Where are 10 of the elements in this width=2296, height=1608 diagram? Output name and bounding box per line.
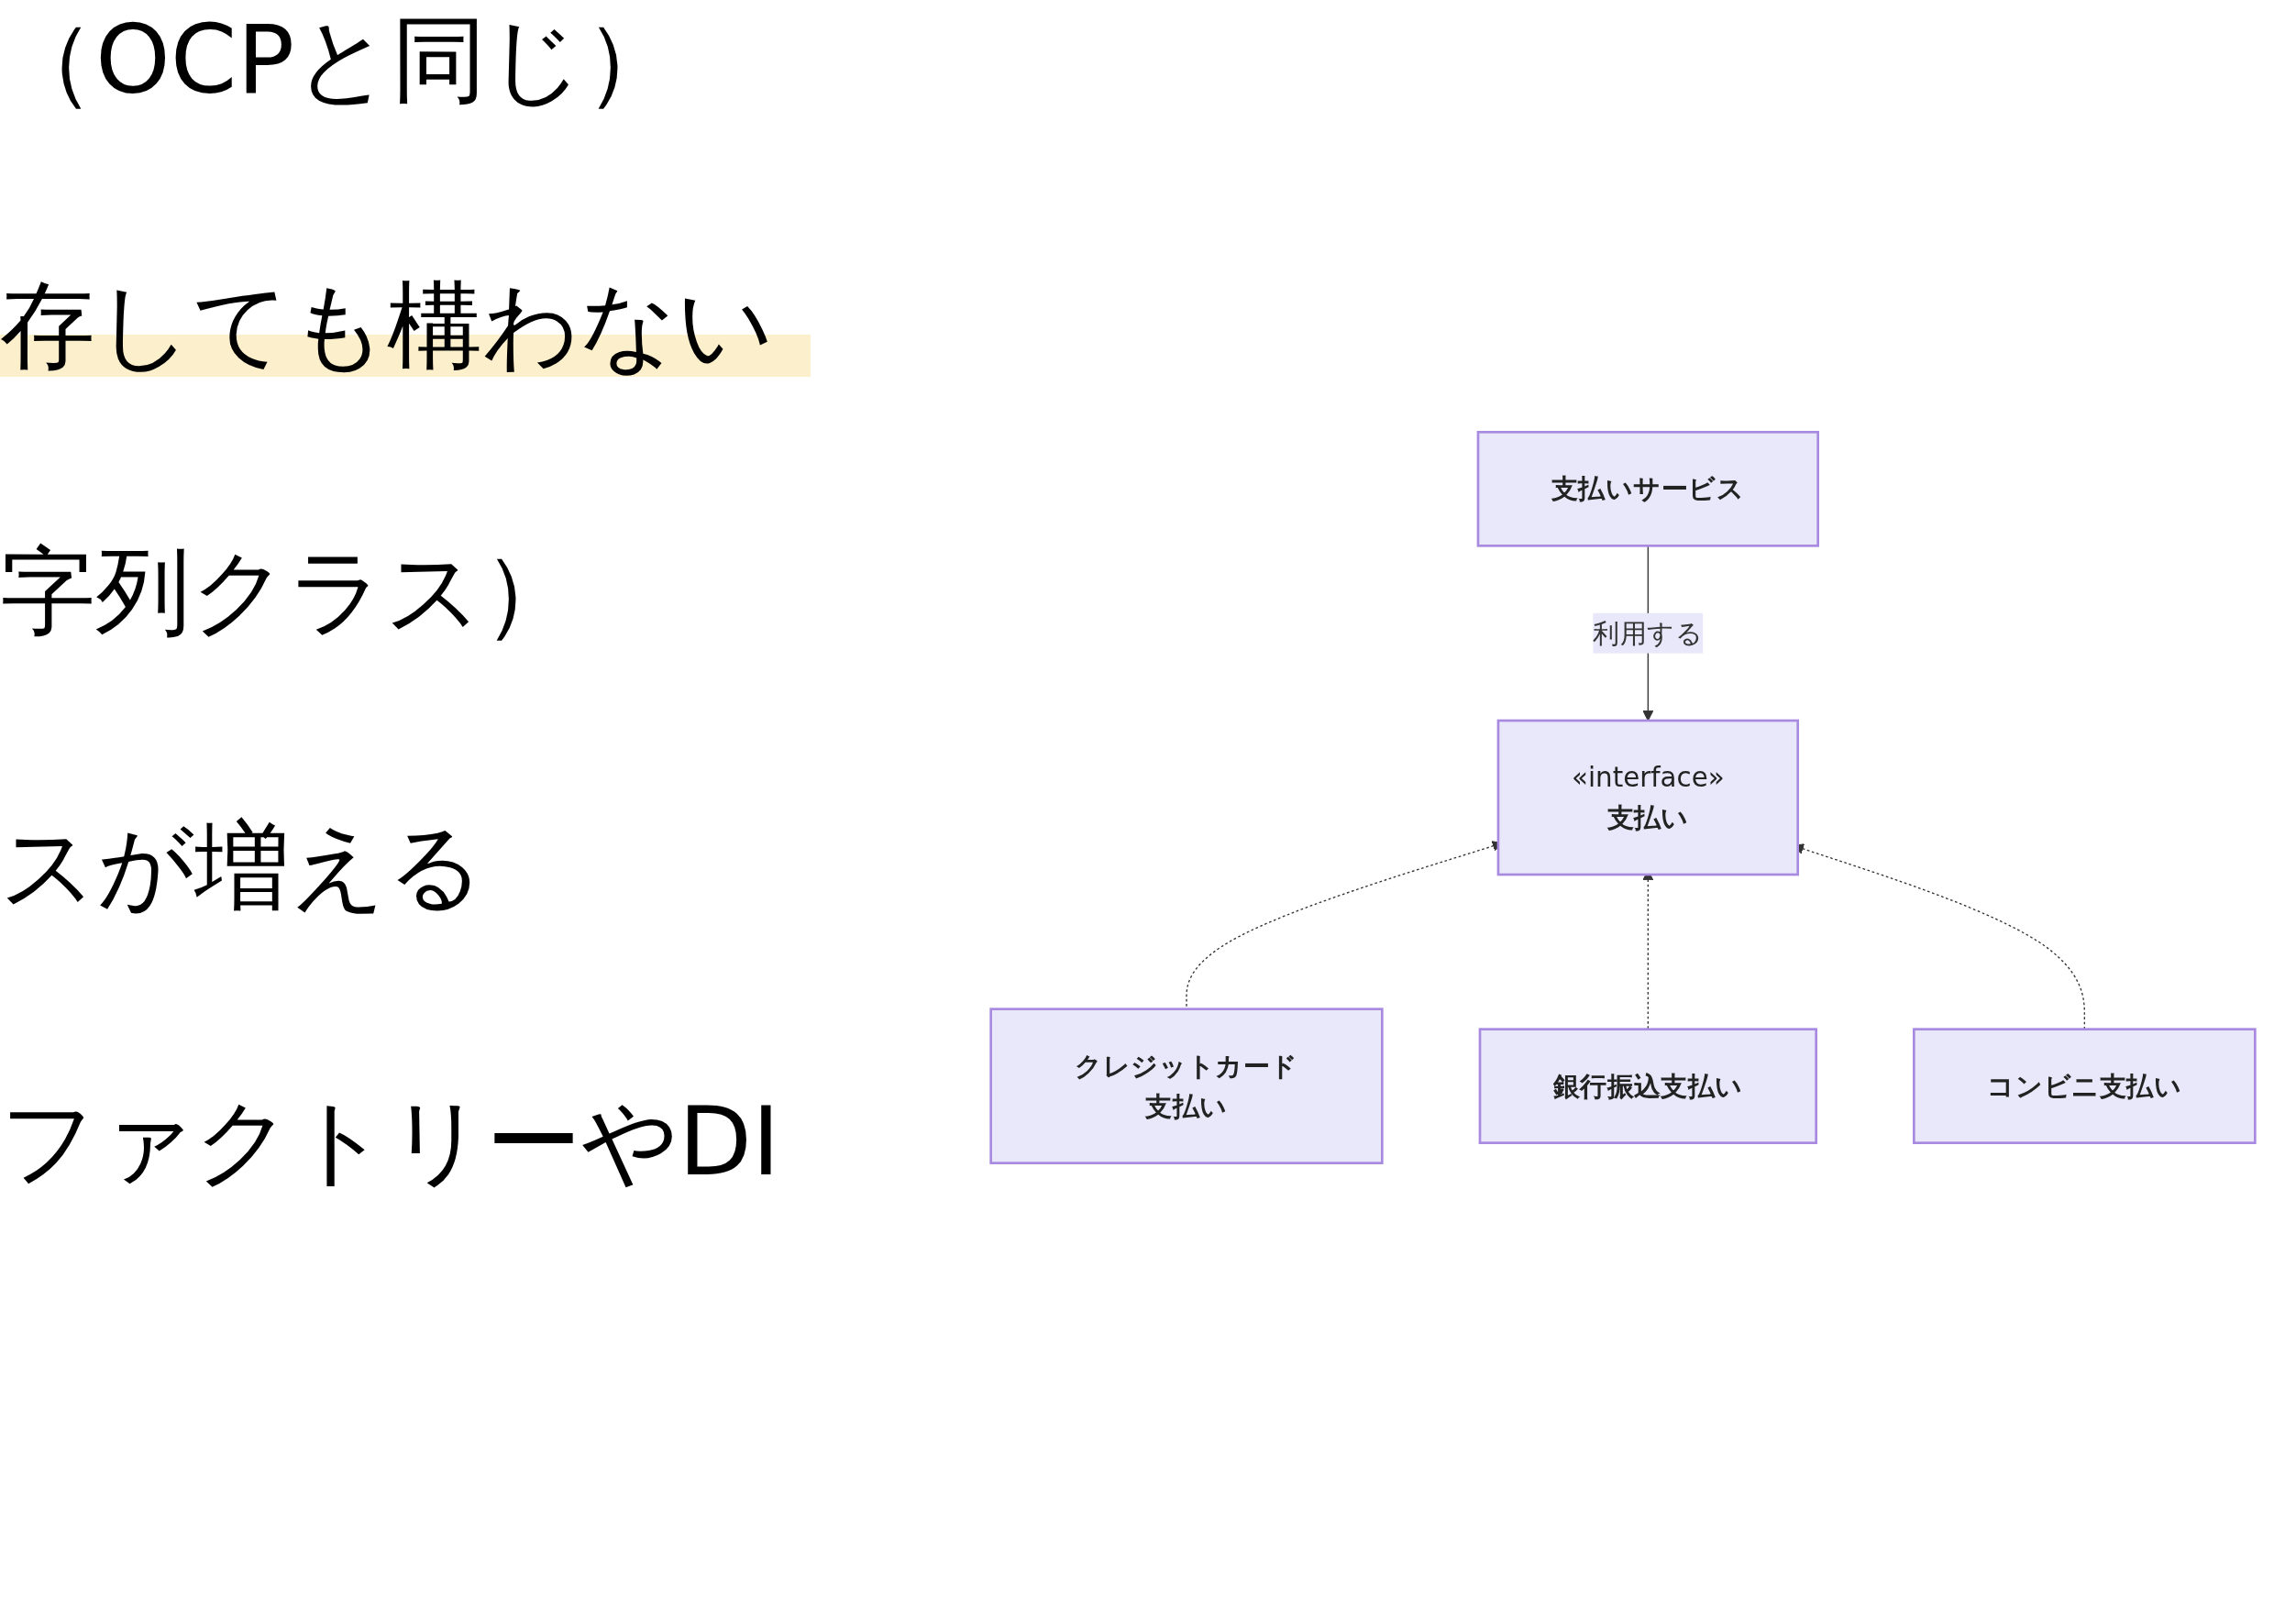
edge-label: 利用する — [1593, 618, 1704, 649]
node-box: コンビニ支払い — [1913, 1028, 2257, 1144]
node-box: 銀行振込支払い — [1478, 1028, 1817, 1144]
slide-text: （OCPと同じ） — [0, 3, 680, 117]
slide-text: ファクトリーやDI — [0, 1085, 780, 1199]
slide-text: 字列クラス） — [0, 534, 578, 649]
node-box: クレジットカード支払い — [989, 1008, 1384, 1164]
node-box: 支払いサービス — [1476, 431, 1819, 547]
node-box: «interface» 支払い — [1496, 719, 1800, 876]
slide-text: スが増える — [0, 810, 484, 924]
